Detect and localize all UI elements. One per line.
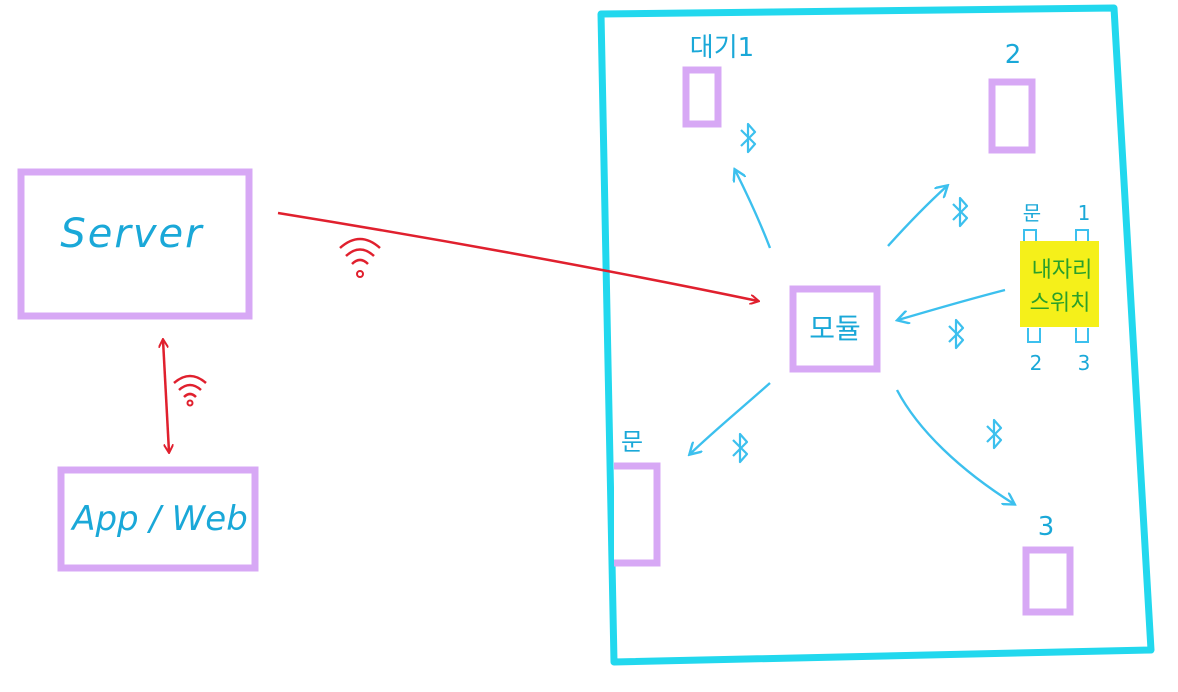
bluetooth-icon [740,122,757,154]
module-to-seat2-arrow [887,186,947,247]
seat-2-label: 2 [1005,40,1022,70]
seat-2-node: 2 [988,40,1036,154]
room-boundary [597,4,1155,666]
switch-label-line1: 내자리 [1032,258,1093,283]
bluetooth-icon [948,318,965,350]
seat-switch-node: 내자리 스위치 문 1 2 3 [1020,201,1099,375]
server-app-link [163,340,169,452]
module-to-door-arrow [690,382,771,454]
server-label: Server [60,211,204,257]
switch-pin-1-label: 1 [1078,201,1091,225]
wifi-icon [339,237,381,278]
switch-pin-2-label: 2 [1030,351,1043,375]
waiting-seat-node: 대기1 [682,33,754,128]
bluetooth-icon [732,432,749,464]
bluetooth-icon [986,418,1003,450]
wifi-icon [173,374,207,407]
module-to-seat3-arrow [895,389,1014,504]
switch-to-module-arrow [898,288,1006,320]
door-node: 문 [614,428,661,567]
bluetooth-icon [952,196,969,228]
door-label: 문 [621,428,643,456]
module-label: 모듈 [809,312,861,345]
switch-pin-door-label: 문 [1023,201,1041,225]
seat-3-node: 3 [1022,512,1074,616]
app-web-node: App / Web [57,466,259,572]
app-web-label: App / Web [70,499,248,539]
seat-3-label: 3 [1038,512,1055,542]
server-node: Server [17,168,253,320]
switch-pin-3-label: 3 [1078,351,1091,375]
module-node: 모듈 [789,285,881,373]
waiting-seat-label: 대기1 [690,33,754,63]
server-module-link [277,211,758,301]
switch-label-line2: 스위치 [1030,291,1091,316]
module-to-waiting-arrow [735,170,772,249]
